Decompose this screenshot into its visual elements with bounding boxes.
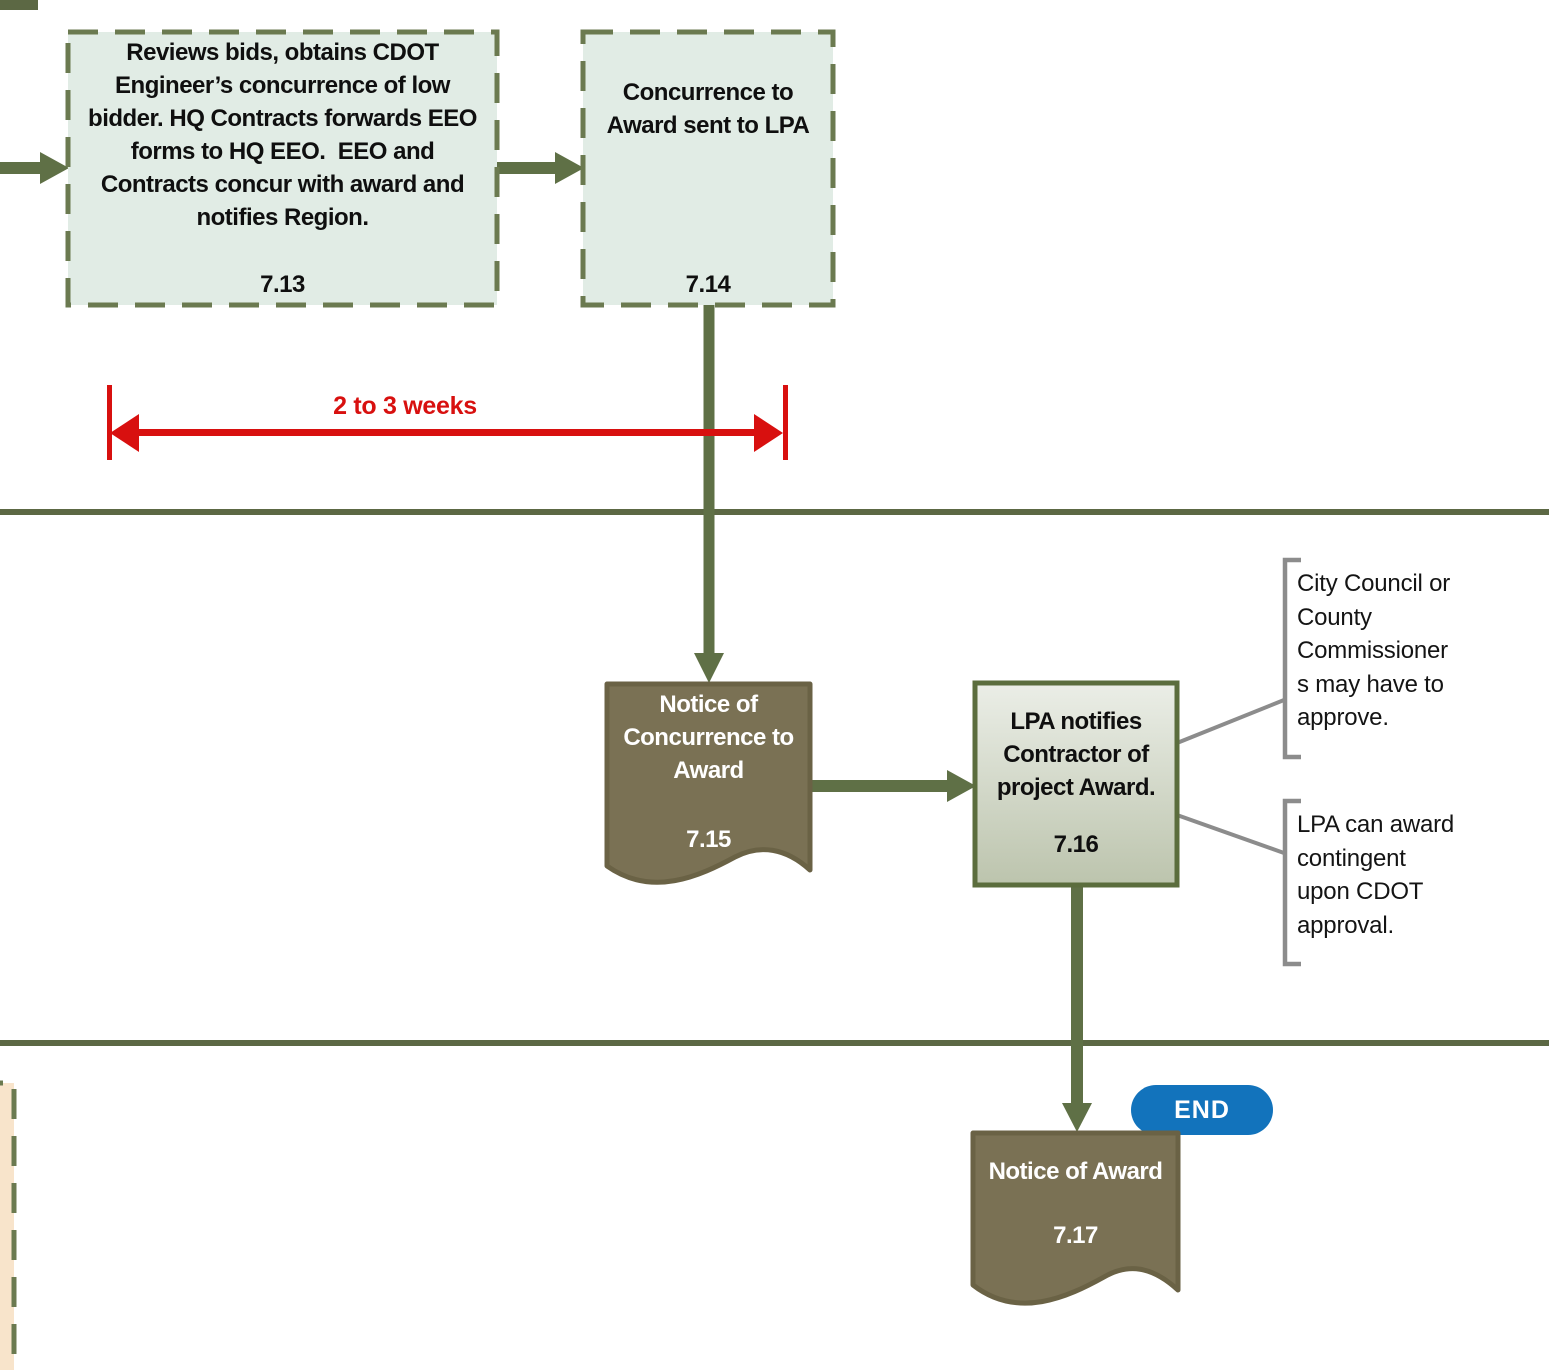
document-shape-7-17 bbox=[970, 1130, 1181, 1306]
step-7-16-number: 7.16 bbox=[1053, 831, 1099, 858]
document-7-17-number: 7.17 bbox=[1053, 1222, 1098, 1249]
corner-line-fragment bbox=[0, 0, 38, 10]
duration-arrow bbox=[107, 385, 788, 460]
callout-bracket-2 bbox=[1282, 798, 1301, 967]
swimlane-divider-bottom bbox=[0, 1040, 1549, 1046]
callout-connector-1 bbox=[1176, 698, 1285, 745]
step-7-13-label: Reviews bids, obtains CDOT Engineer’s co… bbox=[88, 39, 477, 231]
document-7-17-label: Notice of Award bbox=[988, 1158, 1163, 1185]
duration-tick-right bbox=[783, 385, 788, 460]
step-7-13-number: 7.13 bbox=[260, 271, 305, 298]
partial-box-offscreen bbox=[0, 1080, 17, 1370]
document-7-15-number: 7.15 bbox=[686, 826, 731, 853]
process-box-7-14 bbox=[580, 29, 836, 308]
callout-bracket-1 bbox=[1282, 557, 1301, 760]
arrow-7-13-to-7-14 bbox=[497, 152, 584, 184]
duration-tick-left bbox=[107, 385, 112, 460]
duration-label: 2 to 3 weeks bbox=[333, 392, 477, 420]
step-7-14: Concurrence to Award sent to LPA 7.14 bbox=[583, 32, 833, 305]
step-7-16-label: LPA notifies Contractor of project Award… bbox=[996, 708, 1156, 801]
swimlane-divider-top bbox=[0, 509, 1549, 515]
process-box-7-16 bbox=[972, 680, 1180, 888]
step-7-14-number: 7.14 bbox=[685, 271, 731, 298]
arrow-into-7-13 bbox=[0, 152, 69, 184]
arrow-7-14-to-7-15 bbox=[694, 303, 724, 683]
end-badge bbox=[1131, 1085, 1273, 1135]
callout-connector-2 bbox=[1176, 813, 1285, 855]
callout-text-2: LPA can award contingent upon CDOT appro… bbox=[1297, 811, 1455, 939]
step-7-14-label: Concurrence to Award sent to LPA bbox=[606, 79, 810, 139]
arrow-7-16-to-7-17 bbox=[1062, 885, 1092, 1132]
document-7-17: Notice of Award 7.17 bbox=[973, 1133, 1178, 1261]
callout-text-1: City Council or County Commissioner s ma… bbox=[1297, 570, 1451, 731]
document-shape-7-15 bbox=[604, 681, 813, 885]
step-7-16: LPA notifies Contractor of project Award… bbox=[975, 683, 1177, 885]
step-7-13: Reviews bids, obtains CDOT Engineer’s co… bbox=[68, 32, 497, 305]
process-box-7-13 bbox=[65, 29, 500, 308]
document-7-15: Notice of Concurrence to Award 7.15 bbox=[607, 684, 810, 856]
document-7-15-label: Notice of Concurrence to Award bbox=[623, 691, 794, 784]
arrow-7-15-to-7-16 bbox=[810, 770, 976, 802]
end-label: END bbox=[1174, 1095, 1230, 1124]
